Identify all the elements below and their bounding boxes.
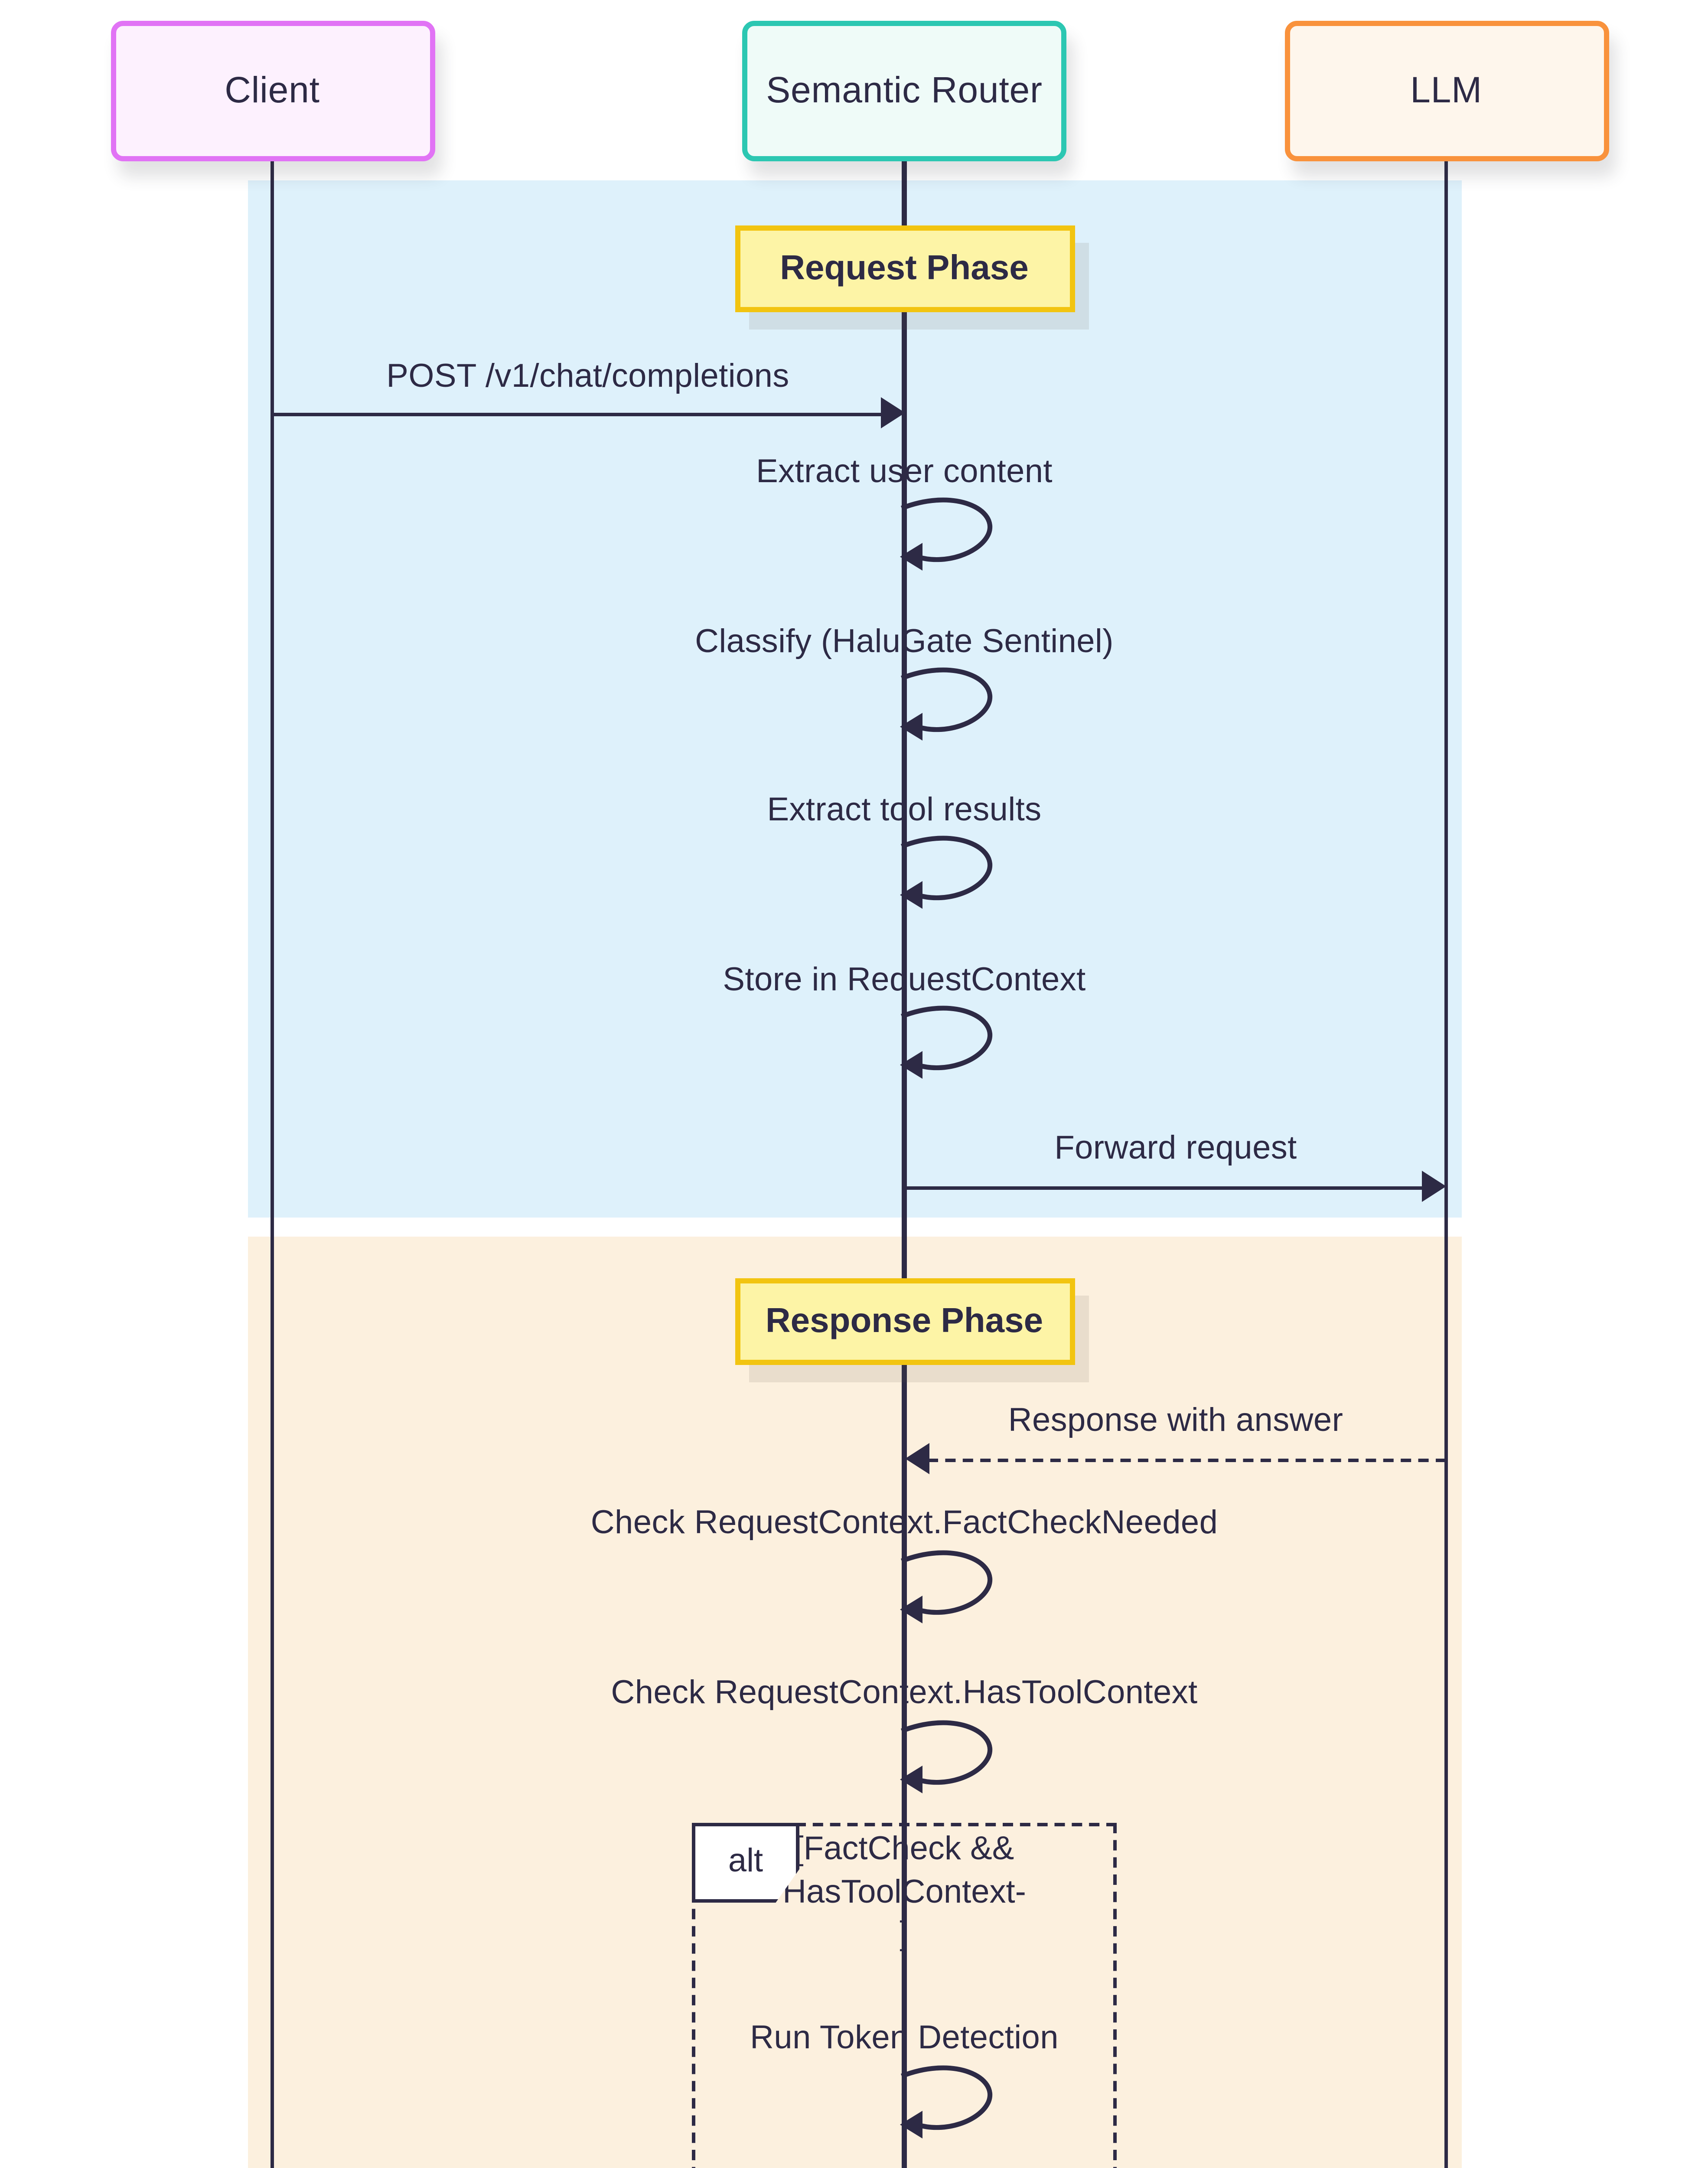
arrowhead-right-icon — [1421, 1171, 1445, 1202]
arrow-response-answer — [904, 1443, 1446, 1475]
arrowhead-left-icon — [904, 1443, 929, 1475]
message-check-hastool: Check RequestContext.HasToolContext — [611, 1675, 1198, 1712]
self-loop-icon — [900, 497, 993, 571]
message-run-token: Run Token Detection — [750, 2021, 1059, 2057]
self-loop-icon — [900, 667, 993, 741]
lifeline-router — [902, 161, 906, 2168]
lifeline-client — [270, 161, 274, 2168]
alt-frame — [692, 1823, 1117, 2168]
message-post: POST /v1/chat/completions — [386, 359, 789, 395]
actor-llm-label: LLM — [1410, 70, 1482, 110]
actor-client-label: Client — [225, 70, 320, 110]
arrow-forward — [904, 1171, 1445, 1202]
alt-label-text: alt — [728, 1844, 763, 1880]
response-phase-title-text: Response Phase — [765, 1302, 1043, 1340]
actor-router-top: Semantic Router — [742, 21, 1066, 161]
request-phase-title-text: Request Phase — [780, 249, 1029, 287]
lifeline-llm — [1444, 161, 1448, 2168]
actor-client-top: Client — [110, 21, 434, 161]
self-loop-icon — [900, 2065, 993, 2139]
response-phase-title: Response Phase — [734, 1278, 1074, 1365]
arrow-post — [273, 398, 904, 429]
response-phase-region — [248, 1237, 1462, 2168]
arrowhead-right-icon — [880, 398, 904, 429]
message-check-factcheck: Check RequestContext.FactCheckNeeded — [590, 1505, 1218, 1542]
self-loop-icon — [900, 836, 993, 909]
actor-router-label: Semantic Router — [766, 70, 1043, 110]
message-response-answer: Response with answer — [1008, 1403, 1343, 1440]
alt-condition-1: [FactCheck && HasToolContext- ] — [782, 1832, 1026, 1953]
message-extract-user: Extract user content — [756, 454, 1053, 491]
message-store-context: Store in RequestContext — [723, 963, 1086, 999]
message-forward: Forward request — [1054, 1131, 1297, 1167]
request-phase-title: Request Phase — [734, 225, 1074, 312]
request-phase-region — [248, 180, 1462, 1218]
message-classify: Classify (HaluGate Sentinel) — [695, 624, 1114, 661]
alt-label: alt — [692, 1823, 799, 1903]
message-extract-tool: Extract tool results — [767, 793, 1042, 829]
self-loop-icon — [900, 1720, 993, 1793]
self-loop-icon — [900, 1550, 993, 1623]
actor-llm-top: LLM — [1284, 21, 1608, 161]
self-loop-icon — [900, 1006, 993, 1079]
